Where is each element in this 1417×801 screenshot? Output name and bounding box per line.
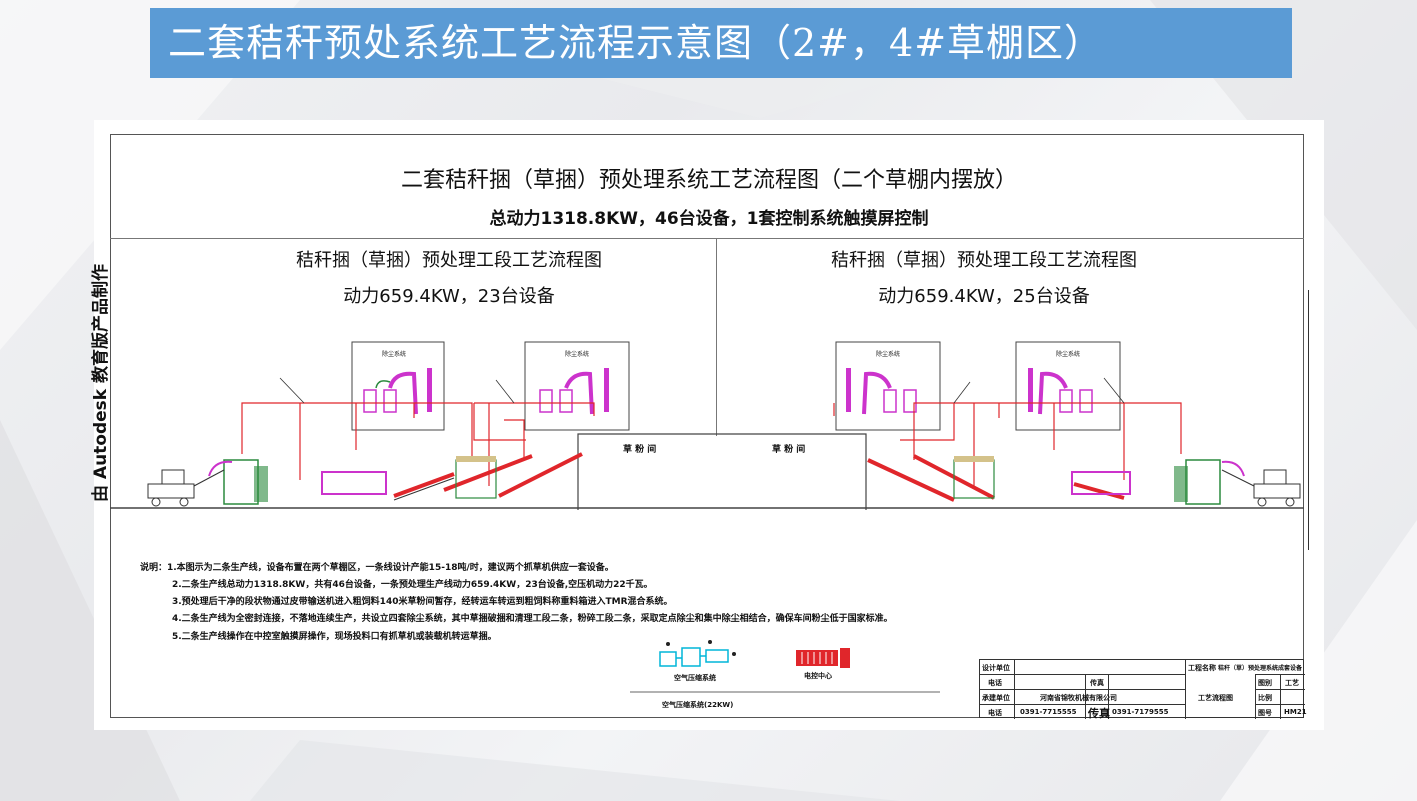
tb-phone-label: 电话 bbox=[988, 679, 1002, 687]
slide-title: 二套秸秆预处系统工艺流程示意图（2#，4#草棚区） bbox=[150, 8, 1292, 78]
title-separator bbox=[110, 238, 1304, 239]
dust-system-left-2: 除尘系统 bbox=[524, 341, 630, 431]
right-grass-powder-room: 草 粉 间 bbox=[772, 445, 806, 455]
left-grass-powder-room: 草 粉 间 bbox=[623, 445, 657, 455]
tb-number-label: 图号 bbox=[1258, 709, 1272, 717]
dust-pipes-right bbox=[833, 402, 1182, 486]
svg-text:除尘系统: 除尘系统 bbox=[1056, 350, 1080, 358]
svg-text:除尘系统: 除尘系统 bbox=[565, 350, 589, 358]
svg-text:除尘系统: 除尘系统 bbox=[876, 350, 900, 358]
right-edge-marker bbox=[1308, 290, 1309, 550]
tb-supplier-label: 承建单位 bbox=[982, 694, 1010, 702]
section-divider bbox=[716, 238, 717, 436]
tb-scale-label: 比例 bbox=[1258, 694, 1272, 702]
dust-system-left-1: 除尘系统 bbox=[351, 341, 445, 431]
dust-pipes-left bbox=[241, 402, 595, 486]
legend-icons bbox=[630, 640, 940, 693]
svg-text:除尘系统: 除尘系统 bbox=[382, 350, 406, 358]
drawing-subtitle: 总动力1318.8KW，46台设备，1套控制系统触摸屏控制 bbox=[489, 209, 929, 229]
dust-system-right-2: 除尘系统 bbox=[1015, 341, 1121, 431]
drawing-main-title: 二套秸秆捆（草捆）预处理系统工艺流程图（二个草棚内摆放） bbox=[400, 168, 1017, 193]
bale-loader-right bbox=[1221, 469, 1301, 507]
air-compressor-caption: 空气压缩系统(22KW) bbox=[662, 701, 734, 709]
note-5: 5.二条生产线操作在中控室触摸屏操作，现场投料口有抓草机或装载机转运草捆。 bbox=[172, 632, 497, 642]
process-flow-diagram: 除尘系统 除尘系统 除尘系统 除尘系统 bbox=[110, 341, 1304, 510]
conveyors-right bbox=[867, 454, 1245, 505]
right-section-title: 秸秆捆（草捆）预处理工段工艺流程图 bbox=[831, 250, 1137, 271]
tb-category-label: 图别 bbox=[1258, 679, 1272, 687]
tb-phone-label-2: 电话 bbox=[988, 709, 1002, 717]
tb-drawing-name: 工艺流程图 bbox=[1198, 694, 1233, 702]
drawing-frame bbox=[110, 134, 1304, 718]
tb-phone-value: 0391-7715555 bbox=[1020, 708, 1077, 716]
air-compressor-label: 空气压缩系统 bbox=[674, 674, 716, 682]
air-compressor-icon bbox=[659, 647, 729, 667]
note-2: 2.二条生产线总动力1318.8KW，共有46台设备，一条预处理生产线动力659… bbox=[172, 580, 653, 590]
left-section-title: 秸秆捆（草捆）预处理工段工艺流程图 bbox=[296, 250, 602, 271]
tb-project-name: 秸秆（草）预处理系统成套设备 bbox=[1218, 665, 1303, 672]
note-1: 说明：1.本图示为二条生产线，设备布置在两个草棚区，一条线设计产能15-18吨/… bbox=[140, 563, 614, 573]
tb-design-unit-label: 设计单位 bbox=[982, 664, 1010, 672]
right-section-power: 动力659.4KW，25台设备 bbox=[878, 286, 1090, 307]
tb-category-value: 工艺 bbox=[1285, 679, 1299, 687]
tb-fax-label-2: 传真 bbox=[1088, 707, 1110, 720]
left-section-power: 动力659.4KW，23台设备 bbox=[343, 286, 555, 307]
note-4: 4.二条生产线为全密封连接，不落地连续生产，共设立四套除尘系统，其中草捆破捆和清… bbox=[172, 614, 893, 624]
tb-number-value: HM21 bbox=[1284, 708, 1307, 716]
control-center-label: 电控中心 bbox=[804, 672, 832, 680]
dust-system-right-1: 除尘系统 bbox=[835, 341, 941, 431]
conveyors-left bbox=[208, 452, 583, 505]
tb-fax-label: 传真 bbox=[1090, 679, 1104, 687]
process-drawing: 二套秸秆捆（草捆）预处理系统工艺流程图（二个草棚内摆放） 总动力1318.8KW… bbox=[91, 120, 1324, 730]
control-center-icon bbox=[796, 648, 850, 668]
bale-loader-left bbox=[147, 469, 225, 507]
tb-supplier-name: 河南省锦牧机械有限公司 bbox=[1040, 694, 1117, 702]
note-3: 3.预处理后干净的段状物通过皮带输送机进入粗饲料140米草粉间暂存，经转运车转运… bbox=[172, 597, 673, 607]
tb-project-label: 工程名称 bbox=[1188, 664, 1216, 672]
title-block: 设计单位 电话 传真 承建单位 河南省锦牧机械有限公司 电话 0391-7715… bbox=[979, 659, 1307, 720]
tb-fax-value: 0391-7179555 bbox=[1112, 708, 1169, 716]
